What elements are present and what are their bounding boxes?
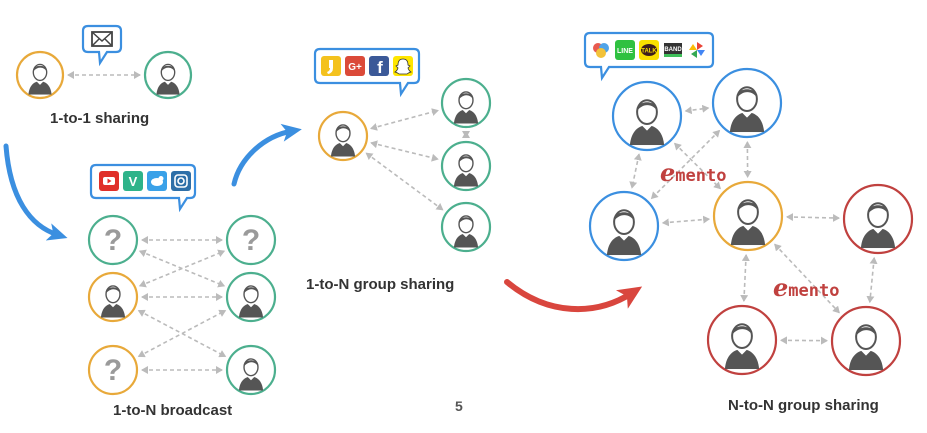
kakaotalk-icon: TALK [639,40,659,60]
google-plus-glyph: G+ [348,62,362,73]
avatar-n2n-blue-top-left [613,82,681,150]
kakaotalk-glyph: TALK [641,49,657,55]
connection-arrow [870,258,874,302]
avatar-broadcast-left-3: ? [89,346,137,394]
group-apps-bubble: G+ f [315,49,419,94]
avatar-broadcast-left-2 [89,273,137,321]
avatar-group-sender [319,112,367,160]
connection-arrow [787,217,839,218]
band-stripe [664,54,682,57]
avatar-broadcast-right-1: ? [227,216,275,264]
line-glyph: LINE [617,48,633,55]
transition-arrow-to-broadcast [6,146,58,235]
avatar-n2n-center [714,182,782,250]
unknown-user-icon: ? [104,224,122,257]
vine-glyph: V [129,174,138,189]
n2n-apps-bubble: LINE TALK BAND [585,33,713,78]
connection-arrow [632,154,639,188]
broadcast-apps-bubble: V [91,165,195,209]
pinwheel-app-icon [687,40,707,60]
avatar-group-member-3 [442,203,490,251]
vine-icon: V [123,171,143,191]
line-icon: LINE [615,40,635,60]
emento-logo-text: mento [788,281,839,301]
avatar-n2n-blue-left [590,192,658,260]
google-plus-icon: G+ [345,56,365,76]
emento-logo-e: e [773,273,788,302]
avatar-n2n-red-right [844,185,912,253]
mail-bubble [83,26,121,63]
youtube-icon [99,171,119,191]
page-number: 5 [455,398,463,414]
instagram-icon [171,171,191,191]
transition-arrow-to-n2n [507,282,632,309]
connection-arrow [371,111,438,129]
instagram-icon-bg [171,171,191,191]
transition-arrow-to-group [234,131,292,184]
balloon-yellow [596,48,606,58]
avatar-one-to-one-receiver [145,52,191,98]
avatar-group-member-1 [442,79,490,127]
band-icon: BAND [663,40,683,60]
connection-arrow [744,255,746,301]
emento-logo-e: e [660,158,675,187]
connection-arrow [371,143,438,159]
connection-arrow [686,108,709,111]
avatar-broadcast-right-3 [227,346,275,394]
caption-n-to-n-group: N-to-N group sharing [728,397,879,414]
unknown-user-icon: ? [104,354,122,387]
avatar-n2n-red-bottom-left [708,306,776,374]
facebook-icon: f [369,56,389,77]
balloon-app-icon [591,40,611,60]
emento-logo-text: mento [675,166,726,186]
caption-one-to-one: 1-to-1 sharing [50,110,149,127]
avatar-broadcast-right-2 [227,273,275,321]
connection-arrow [366,153,442,210]
caption-one-to-n-group: 1-to-N group sharing [306,276,454,293]
kakaostory-icon [321,56,341,76]
twitter-icon [147,171,167,191]
twitter-head [159,176,164,181]
facebook-glyph: f [377,58,383,77]
avatar-one-to-one-sender [17,52,63,98]
avatar-group-member-2 [442,142,490,190]
band-glyph: BAND [664,47,682,53]
avatar-n2n-red-bottom-right [832,307,900,375]
snapchat-icon [393,56,413,76]
avatar-n2n-blue-top-right [713,69,781,137]
unknown-user-icon: ? [242,224,260,257]
caption-one-to-n-broadcast: 1-to-N broadcast [113,402,232,419]
connection-arrow [663,219,709,223]
avatar-broadcast-left-1: ? [89,216,137,264]
emento-logo-upper: emento [660,158,726,187]
emento-logo-lower: emento [773,273,839,302]
